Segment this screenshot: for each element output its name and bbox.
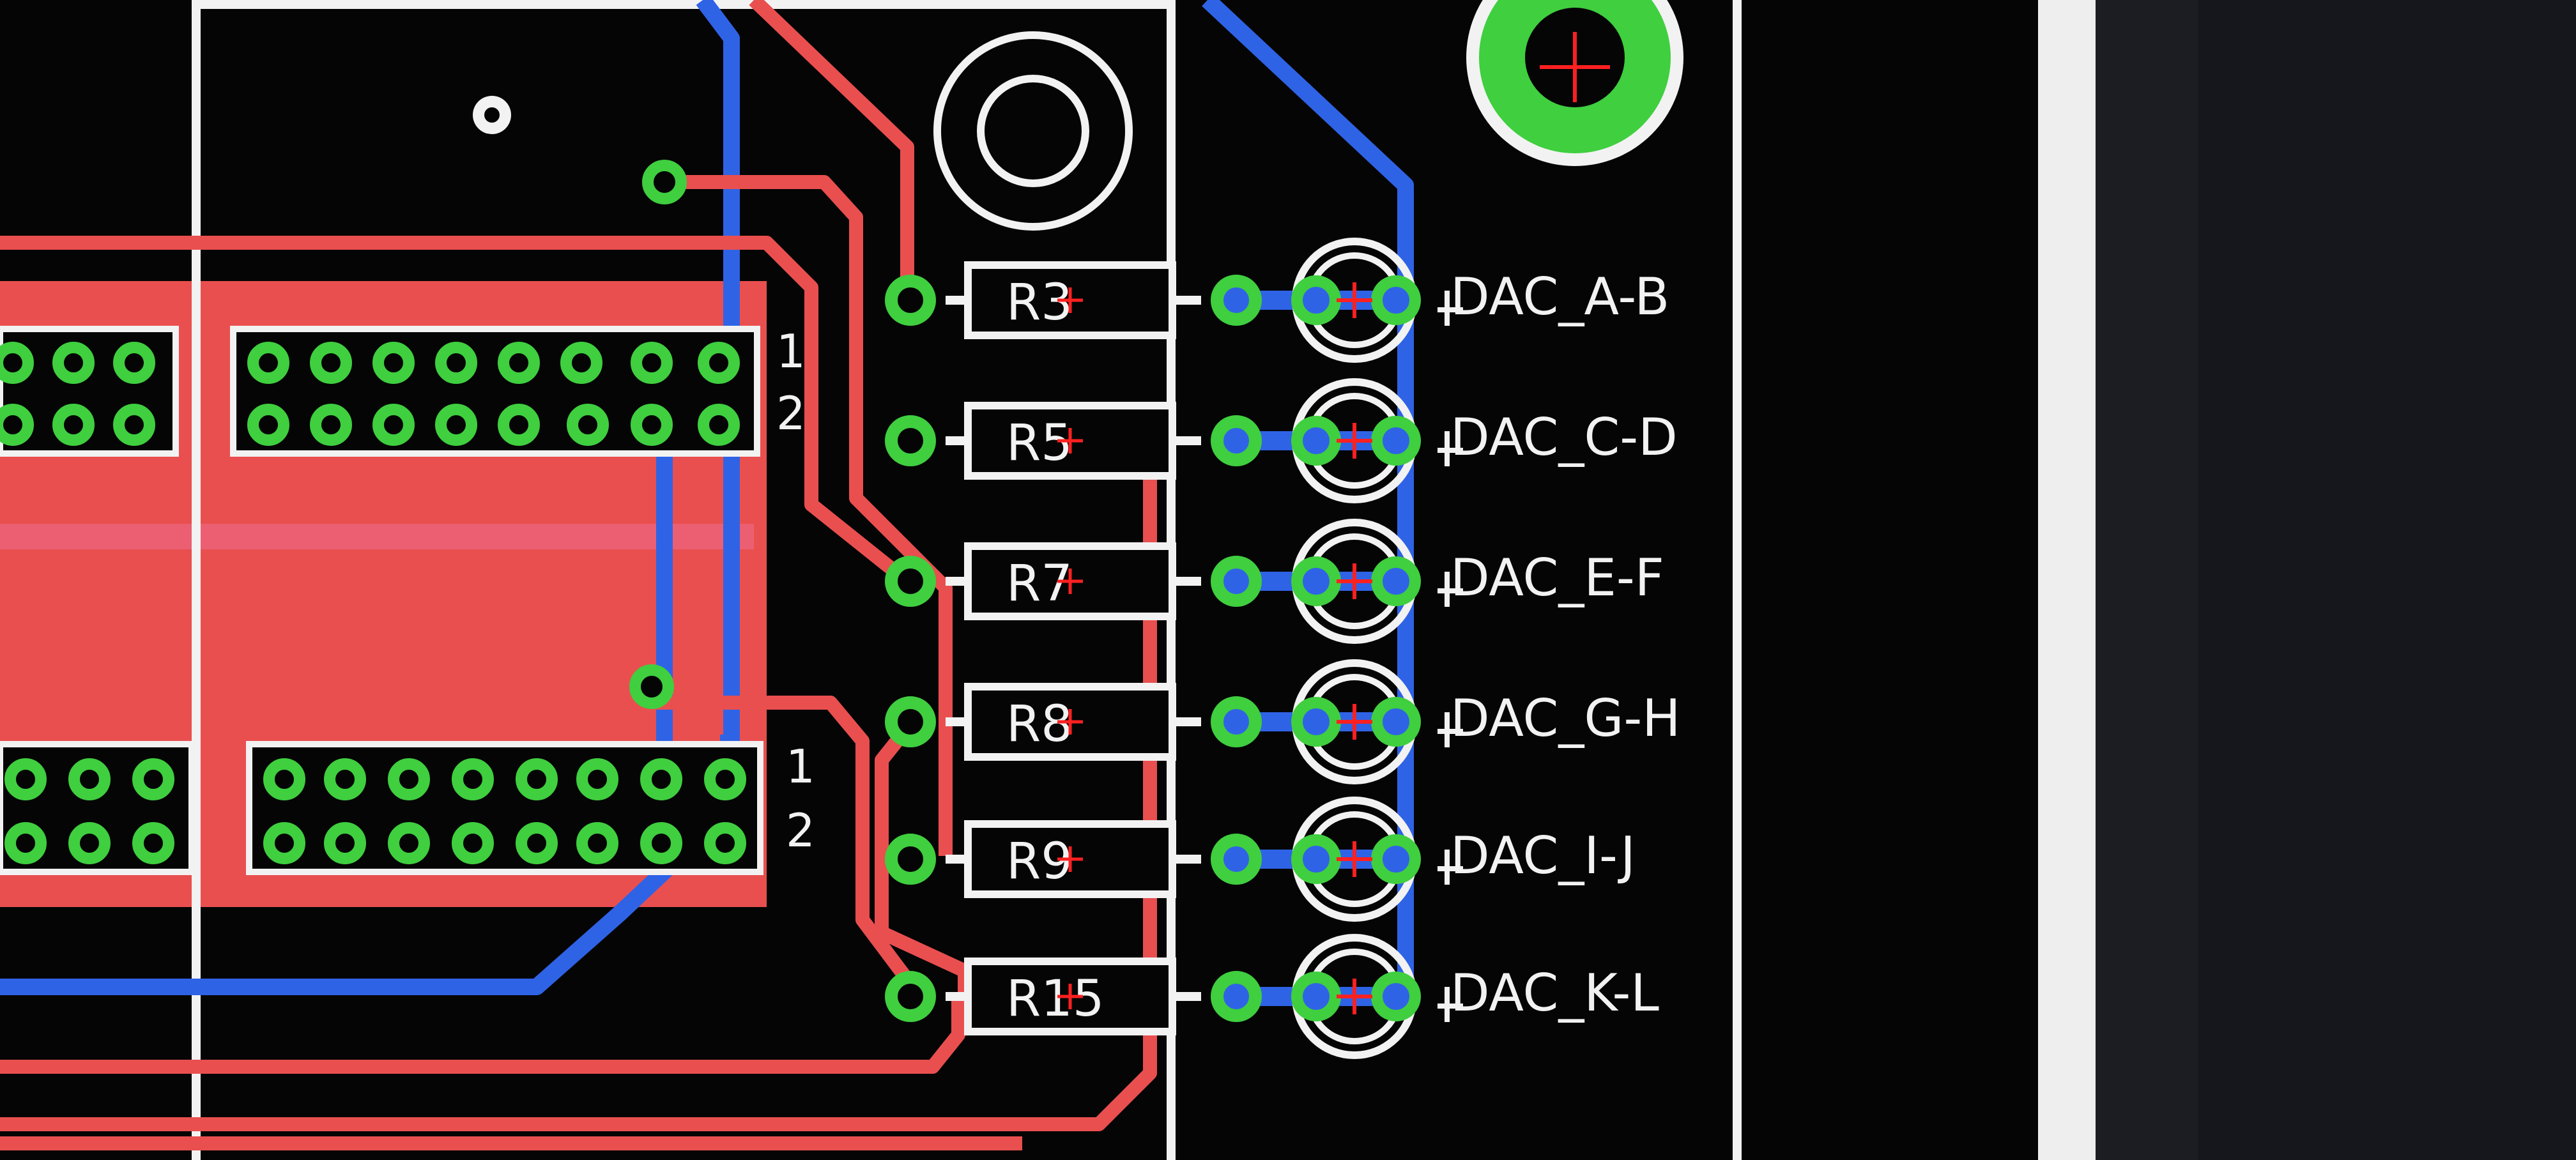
- mounting-dot-center: [484, 107, 500, 123]
- resistor-pad-left[interactable]: [885, 556, 936, 607]
- resistor-pad-left[interactable]: [885, 415, 936, 466]
- header-connector-top[interactable]: 1 2: [0, 324, 806, 457]
- connector-pad-a[interactable]: [1291, 697, 1341, 747]
- resistor-pad-left[interactable]: [885, 971, 936, 1022]
- resistor-row[interactable]: R8 DAC_G-H: [885, 659, 1680, 784]
- resistor-row[interactable]: R7 DAC_E-F: [885, 519, 1664, 644]
- connector-pad-a[interactable]: [1291, 556, 1341, 606]
- resistor-pad-left[interactable]: [885, 696, 936, 747]
- resistor-row[interactable]: R9 DAC_I-J: [885, 797, 1636, 922]
- resistor-ref-label: R9: [1006, 833, 1073, 890]
- net-label[interactable]: DAC_I-J: [1450, 826, 1636, 885]
- resistor-ref-label: R7: [1006, 555, 1073, 613]
- connector-pad-a[interactable]: [1291, 834, 1341, 884]
- header-bottom-pin2-label: 2: [786, 804, 815, 857]
- connector-pad-b[interactable]: [1371, 834, 1421, 884]
- vias: [629, 160, 687, 709]
- resistor-ref-label: R15: [1006, 970, 1104, 1028]
- board-outline-top: [192, 0, 1176, 9]
- resistor-pad-right[interactable]: [1211, 556, 1262, 607]
- net-label[interactable]: DAC_G-H: [1450, 689, 1680, 748]
- resistor-pad-left[interactable]: [885, 834, 936, 885]
- net-label[interactable]: DAC_E-F: [1450, 548, 1664, 607]
- resistor-pad-right[interactable]: [1211, 415, 1262, 466]
- resistor-pad-right[interactable]: [1211, 971, 1262, 1022]
- resistor-body[interactable]: [964, 820, 1176, 898]
- header-top-pin1-label: 1: [776, 324, 806, 378]
- room-background: [2198, 0, 2576, 1160]
- resistor-row[interactable]: R5 DAC_C-D: [885, 378, 1678, 503]
- resistor-row[interactable]: R3 DAC_A-B: [885, 238, 1669, 363]
- board-outline-right: [1733, 0, 1742, 1160]
- header-connector-bottom[interactable]: 1 2: [0, 740, 815, 875]
- top-layer-traces: [0, 0, 1157, 1150]
- connector-pad-a[interactable]: [1291, 972, 1341, 1021]
- copper-pour-seam: [0, 524, 754, 549]
- resistor-pad-right[interactable]: [1211, 275, 1262, 326]
- net-label[interactable]: DAC_K-L: [1450, 963, 1659, 1023]
- resistor-pad-right[interactable]: [1211, 696, 1262, 747]
- resistor-body[interactable]: [964, 683, 1176, 761]
- resistor-ref-label: R3: [1006, 274, 1073, 332]
- net-label[interactable]: DAC_C-D: [1450, 408, 1678, 467]
- net-label[interactable]: DAC_A-B: [1450, 267, 1669, 326]
- header-top-pin2-label: 2: [776, 386, 806, 440]
- resistor-pad-left[interactable]: [885, 275, 936, 326]
- side-panel-edge: [2038, 0, 2096, 1160]
- resistor-row[interactable]: R15 DAC_K-L: [885, 934, 1659, 1059]
- connector-pad-a[interactable]: [1291, 416, 1341, 466]
- resistor-ref-label: R5: [1006, 415, 1073, 472]
- mounting-hole[interactable]: [933, 31, 1133, 231]
- connector-pad-b[interactable]: [1371, 275, 1421, 325]
- plated-mounting-hole[interactable]: [1466, 0, 1683, 166]
- header-bottom-pin1-label: 1: [786, 740, 815, 793]
- monitor-frame: [2083, 0, 2198, 1160]
- connector-pad-b[interactable]: [1371, 972, 1421, 1021]
- connector-pad-b[interactable]: [1371, 556, 1421, 606]
- resistor-ref-label: R8: [1006, 696, 1073, 753]
- connector-pad-a[interactable]: [1291, 275, 1341, 325]
- connector-pad-b[interactable]: [1371, 697, 1421, 747]
- connector-pad-b[interactable]: [1371, 416, 1421, 466]
- resistor-pad-right[interactable]: [1211, 834, 1262, 885]
